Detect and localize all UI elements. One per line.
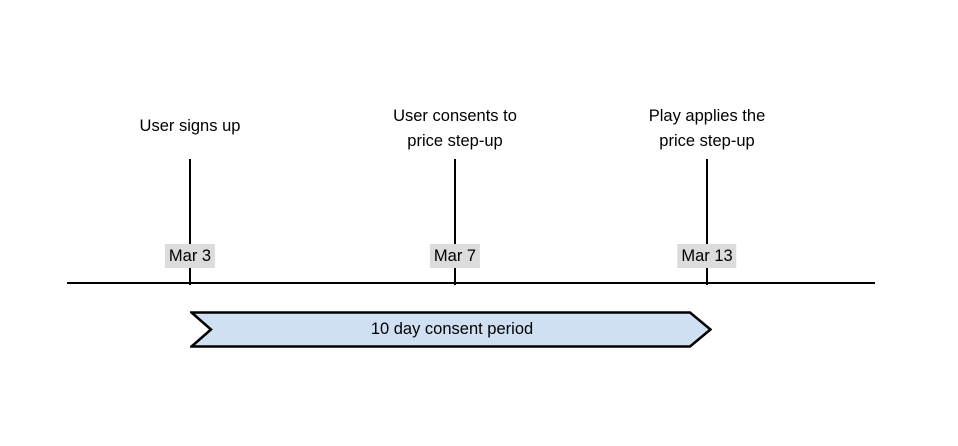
marker-tick-user-consents <box>454 159 456 285</box>
timeline-axis <box>67 282 875 284</box>
marker-date-user-signs-up: Mar 3 <box>164 244 216 268</box>
chevron-arrow-polygon <box>190 311 712 348</box>
marker-tick-play-applies <box>706 159 708 285</box>
consent-period-label: 10 day consent period <box>370 320 534 338</box>
consent-period-banner: 10 day consent period <box>190 311 712 348</box>
marker-caption-user-signs-up: User signs up <box>139 117 241 135</box>
marker-date-user-consents: Mar 7 <box>429 244 481 268</box>
marker-caption-user-consents: User consents to price step-up <box>393 107 517 150</box>
marker-tick-user-signs-up <box>189 159 191 285</box>
marker-caption-play-applies: Play applies the price step-up <box>648 107 766 150</box>
chevron-arrow-shape <box>190 311 712 348</box>
marker-date-play-applies: Mar 13 <box>677 244 737 268</box>
